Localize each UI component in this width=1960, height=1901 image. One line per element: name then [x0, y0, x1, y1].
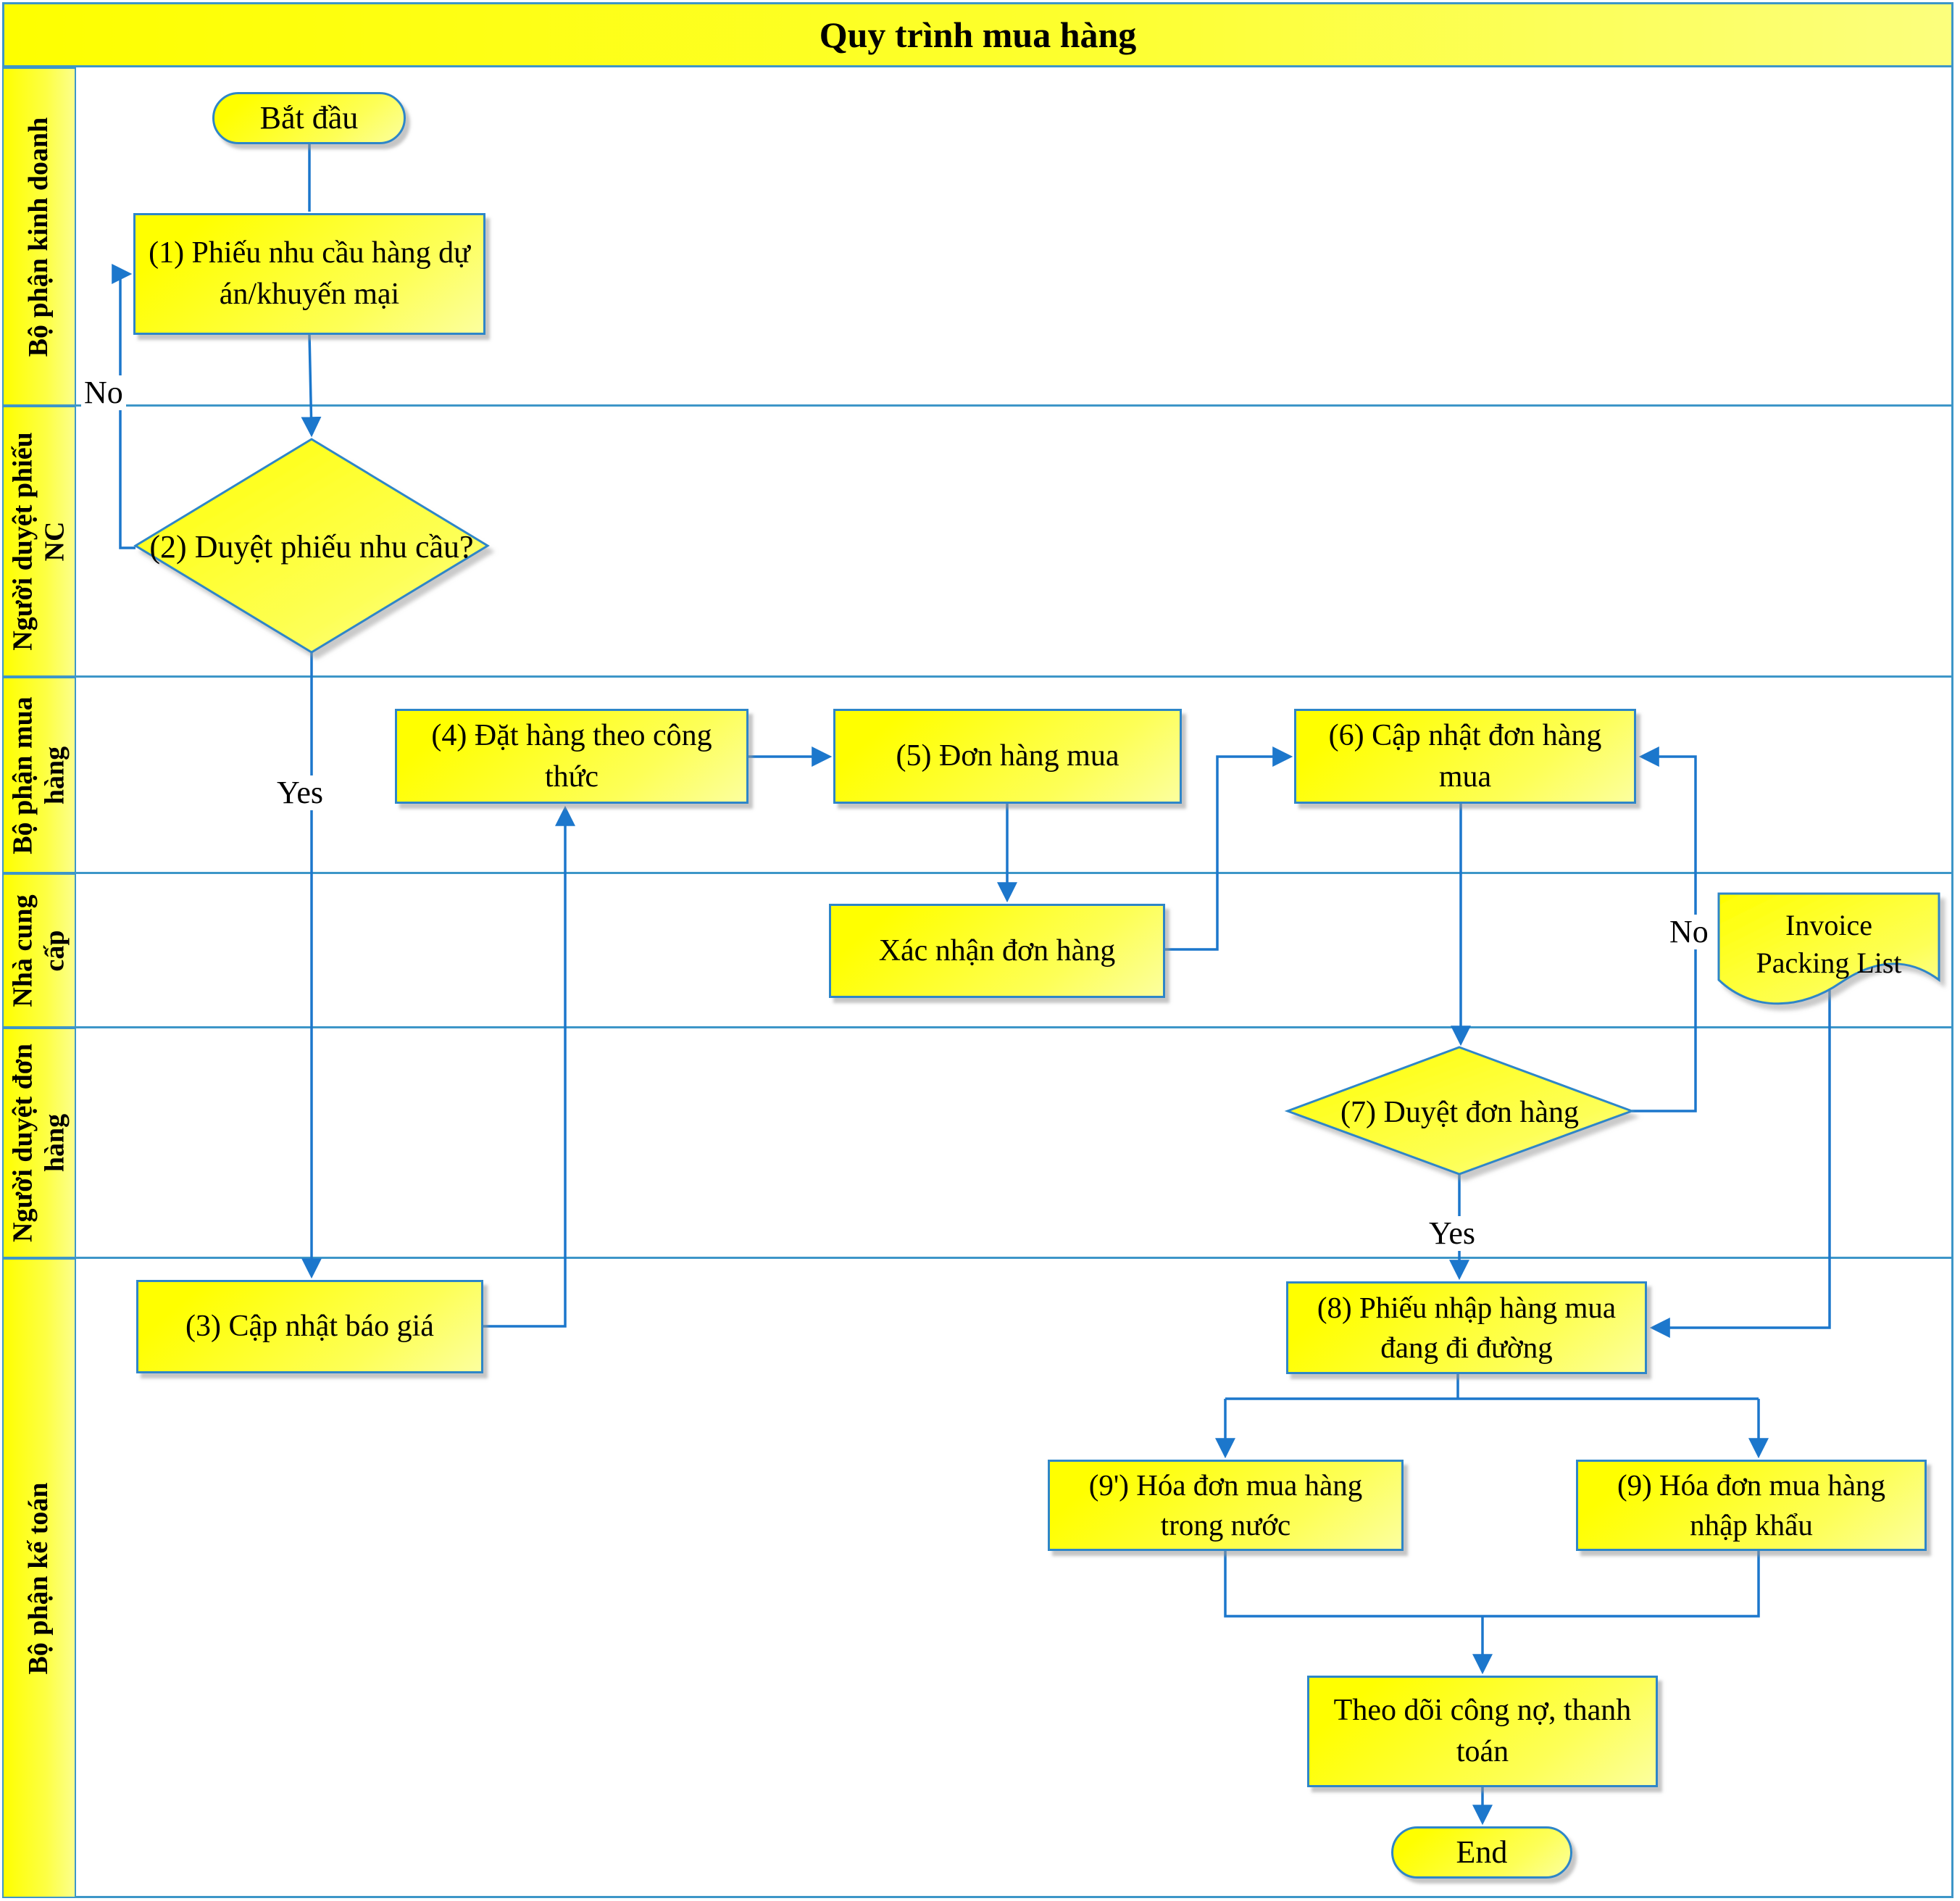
node-label: (9) Hóa đơn mua hàng nhập khẩu [1617, 1468, 1886, 1542]
node-label: (5) Đơn hàng mua [896, 739, 1119, 773]
edge-3-to-4 [483, 805, 575, 1328]
chart-title-bar: Quy trình mua hàng [2, 2, 1953, 67]
lane-need-approver: Người duyệt phiếu NC [2, 406, 76, 677]
lane-divider [76, 872, 1953, 874]
node-confirm-order: Xác nhận đơn hàng [829, 904, 1165, 998]
lane-purchasing: Bộ phận mua hàng [2, 677, 76, 873]
edge-2-no-to-1 [112, 264, 135, 549]
edge-1-to-2 [301, 334, 322, 438]
edge-label-need-no: No [81, 375, 126, 411]
edge-merge-bar [1224, 1551, 1760, 1618]
node-label: (4) Đặt hàng theo công thức [431, 718, 712, 794]
edge-invoice-to-8 [1649, 989, 1831, 1338]
edge-label-order-yes: Yes [1426, 1215, 1479, 1252]
node-step6: (6) Cập nhật đơn hàng mua [1294, 709, 1636, 804]
lane-divider [76, 1257, 1953, 1259]
page-title: Quy trình mua hàng [819, 14, 1137, 55]
lane-sales: Bộ phận kinh doanh [2, 67, 76, 406]
node-step4: (4) Đặt hàng theo công thức [395, 709, 748, 804]
node-label: Theo dõi công nợ, thanh toán [1333, 1694, 1632, 1768]
lane-divider [76, 675, 1953, 678]
node-end: End [1391, 1826, 1572, 1879]
node-label: Bắt đầu [259, 100, 359, 136]
decision-approve-need [133, 438, 490, 654]
edge-confirm-to-6 [1165, 746, 1293, 951]
node-label: (8) Phiếu nhập hàng mua đang đi đường [1317, 1290, 1617, 1364]
lane-divider [76, 404, 1953, 407]
node-step8: (8) Phiếu nhập hàng mua đang đi đường [1286, 1281, 1647, 1374]
lane-divider [76, 1026, 1953, 1028]
node-step9-import: (9) Hóa đơn mua hàng nhập khẩu [1576, 1460, 1927, 1551]
node-step3: (3) Cập nhật báo giá [136, 1280, 483, 1373]
edge-label-need-yes: Yes [274, 775, 327, 811]
document-invoice-packing-list [1717, 892, 1940, 1005]
node-start: Bắt đầu [212, 92, 406, 144]
node-track-debt: Theo dõi công nợ, thanh toán [1307, 1676, 1658, 1787]
node-step5: (5) Đơn hàng mua [833, 709, 1182, 804]
lane-accounting: Bộ phận kế toán [2, 1258, 76, 1898]
lane-supplier: Nhà cung cấp [2, 873, 76, 1028]
decision-approve-order [1284, 1046, 1635, 1176]
lane-order-approver: Người duyệt đơn hàng [2, 1028, 76, 1258]
node-step1: (1) Phiếu nhu cầu hàng dự án/khuyến mại [133, 213, 485, 335]
node-step9-domestic: (9') Hóa đơn mua hàng trong nước [1048, 1460, 1404, 1551]
node-label: (9') Hóa đơn mua hàng trong nước [1088, 1468, 1363, 1542]
node-label: Xác nhận đơn hàng [878, 933, 1116, 968]
node-label: (1) Phiếu nhu cầu hàng dự án/khuyến mại [149, 236, 470, 311]
edge-label-order-no: No [1667, 914, 1711, 950]
node-label: End [1456, 1834, 1508, 1871]
node-label: (3) Cập nhật báo giá [185, 1310, 434, 1344]
node-label: (6) Cập nhật đơn hàng mua [1328, 718, 1602, 794]
